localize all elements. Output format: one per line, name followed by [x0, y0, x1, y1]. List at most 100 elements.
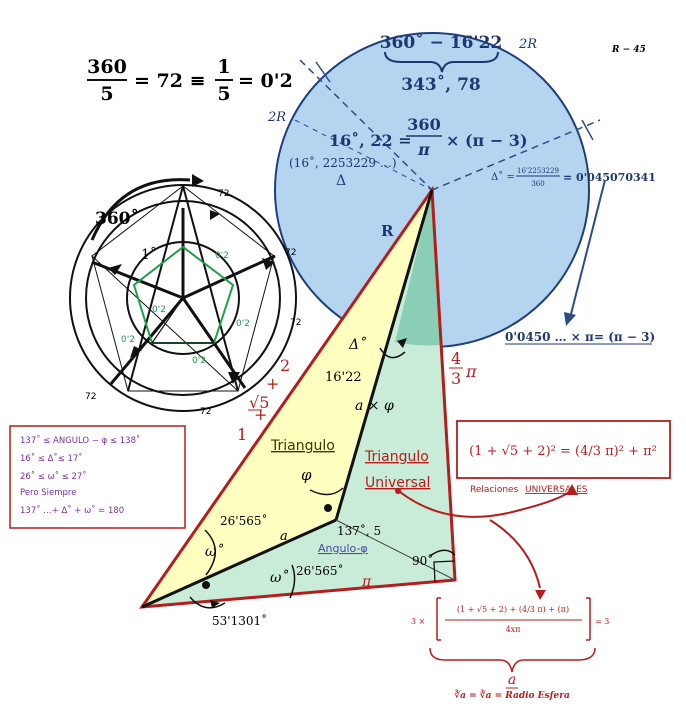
- label-72-top: 72: [218, 189, 229, 199]
- bottom-prefix: 3 ×: [411, 617, 425, 626]
- outer-pentagon: [91, 185, 275, 392]
- box-line-2: 16˚ ≤ Δ˚≤ 17˚: [20, 453, 83, 464]
- outer-triangle-stroke: [138, 185, 457, 609]
- bottom-bracket-den: 4xπ: [506, 625, 521, 634]
- box-line-1: 137˚ ≤ ANGULO − φ ≤ 138˚: [20, 435, 140, 446]
- curve-origin-dot: [395, 488, 401, 494]
- right-delta: Δ˚ =: [491, 171, 515, 183]
- inner-line-apex: [334, 189, 434, 521]
- plus-1: +: [254, 405, 267, 424]
- bottom-letter-a: a: [508, 672, 516, 688]
- spoke-4: [91, 260, 184, 300]
- angle-26565-top: 26'565˚: [220, 513, 267, 528]
- box-line-5: 137˚ …+ Δ˚ + ω˚ = 180: [20, 505, 124, 516]
- a-phi: a × φ: [355, 398, 394, 414]
- right-result: = 0'045070341: [563, 171, 656, 184]
- tri-phi-symbol: φ: [301, 466, 312, 484]
- bottom-expr-a: 0'0450 … × π: [505, 330, 594, 344]
- pentagon-figure: [69, 174, 297, 412]
- dashed-radius-left: [299, 59, 433, 191]
- label-72-left: 72: [85, 392, 96, 402]
- top-eq-mid: = 72 ≡: [134, 70, 206, 92]
- arc-omega-bottom: [289, 564, 296, 599]
- pent-arrow-4: [262, 258, 275, 270]
- relaciones-word: UNIVERSALES: [525, 485, 588, 495]
- pent-arrow-1: [108, 264, 122, 275]
- label-02-top: 0'2: [215, 251, 229, 261]
- top-frac-den: 5: [100, 83, 113, 105]
- fraction-bars: [87, 79, 560, 411]
- inner-line-base: [141, 518, 337, 609]
- angle-bottom: 53'1301˚: [212, 613, 267, 628]
- side-4-3-den: 3: [451, 369, 461, 388]
- angle-a: a: [280, 529, 288, 544]
- omega-bottom: ω˚: [270, 569, 288, 586]
- angle-360: 360˚: [95, 208, 139, 229]
- dot-left: [202, 581, 210, 589]
- arc-bottom: [189, 596, 226, 609]
- teal-region: [395, 190, 440, 346]
- triangle-universal-fill: [142, 190, 455, 607]
- curve-arrow-2: [489, 519, 541, 589]
- outer-pentagon-circle-2: [85, 200, 281, 396]
- arc-90: [429, 549, 456, 557]
- curve-arrow-1: [399, 489, 573, 518]
- dot-center: [324, 504, 332, 512]
- arc-360-head: [192, 174, 204, 187]
- arc-top-result: 343˚, 78: [401, 74, 480, 95]
- spoke-1: [108, 297, 185, 386]
- tri-phi-title: Triangulo: [270, 438, 335, 454]
- radius-label: R: [381, 222, 394, 240]
- angle-26565-bottom: 26'565˚: [296, 563, 343, 578]
- formula-den: π: [417, 140, 430, 159]
- formula-left: 16˚, 22 =: [329, 130, 412, 150]
- bottom-result: = 3: [595, 617, 609, 626]
- side-1: 1: [237, 425, 247, 444]
- curve-arrow-1-head: [566, 484, 578, 495]
- box-line-3: 26˚ ≤ ω˚ ≤ 27˚: [20, 471, 87, 482]
- side-2: 2: [280, 356, 290, 375]
- delta-symbol: Δ: [336, 173, 346, 189]
- top-frac2-num: 1: [217, 56, 230, 78]
- label-72-right: 72: [290, 318, 301, 328]
- label-02-center: 0'2: [152, 305, 166, 315]
- outer-pentagon-circle: [69, 184, 297, 412]
- angle-1375: 137˚, 5: [337, 523, 381, 538]
- label-02-right: 0'2: [236, 319, 250, 329]
- top-brace: [384, 51, 499, 73]
- dashed-radius-right: [431, 119, 601, 191]
- pent-arrow-2: [130, 346, 142, 358]
- side-sqrt5: √5: [249, 393, 269, 412]
- label-02-left: 0'2: [121, 335, 135, 345]
- arrowhead-bottom: [210, 600, 220, 608]
- arc-a: [309, 487, 344, 496]
- arrowhead-delta: [397, 338, 407, 348]
- right-den: 360: [531, 180, 544, 188]
- label-2r-left: 2R: [267, 110, 286, 125]
- right-angle-mark: [433, 560, 456, 583]
- box-right-formula: (1 + √5 + 2)² = (4/3 π)² + π²: [469, 444, 657, 459]
- label-72-right-top: 72: [285, 248, 296, 258]
- box-right-frame: [456, 420, 671, 479]
- top-right-label: R − 45: [611, 45, 646, 55]
- side-pi: π: [465, 362, 477, 381]
- exact-value: (16˚, 2253229 …): [289, 155, 397, 170]
- bottom-brace: [429, 647, 596, 673]
- side-4-3-num: 4: [451, 349, 461, 368]
- pent-arrow-5: [210, 210, 220, 220]
- arrow-line: [569, 179, 606, 319]
- angulo-phi: Angulo-φ: [318, 542, 368, 555]
- pi-bottom: π: [361, 574, 372, 590]
- arc-delta: [379, 347, 406, 359]
- plus-2: +: [266, 374, 279, 393]
- tri-univ-title1: Triangulo: [364, 449, 429, 465]
- relaciones-prefix: Relaciones: [470, 485, 519, 495]
- top-frac2-den: 5: [217, 83, 230, 105]
- inner-triangle: [150, 296, 216, 344]
- formula-num: 360: [407, 115, 440, 134]
- bottom-radio: ∛a = ∛a = Radio Esfera: [454, 689, 570, 701]
- label-02-bottom: 0'2: [192, 356, 206, 366]
- inner-line-right: [335, 519, 456, 581]
- box-left-frame: [9, 425, 186, 529]
